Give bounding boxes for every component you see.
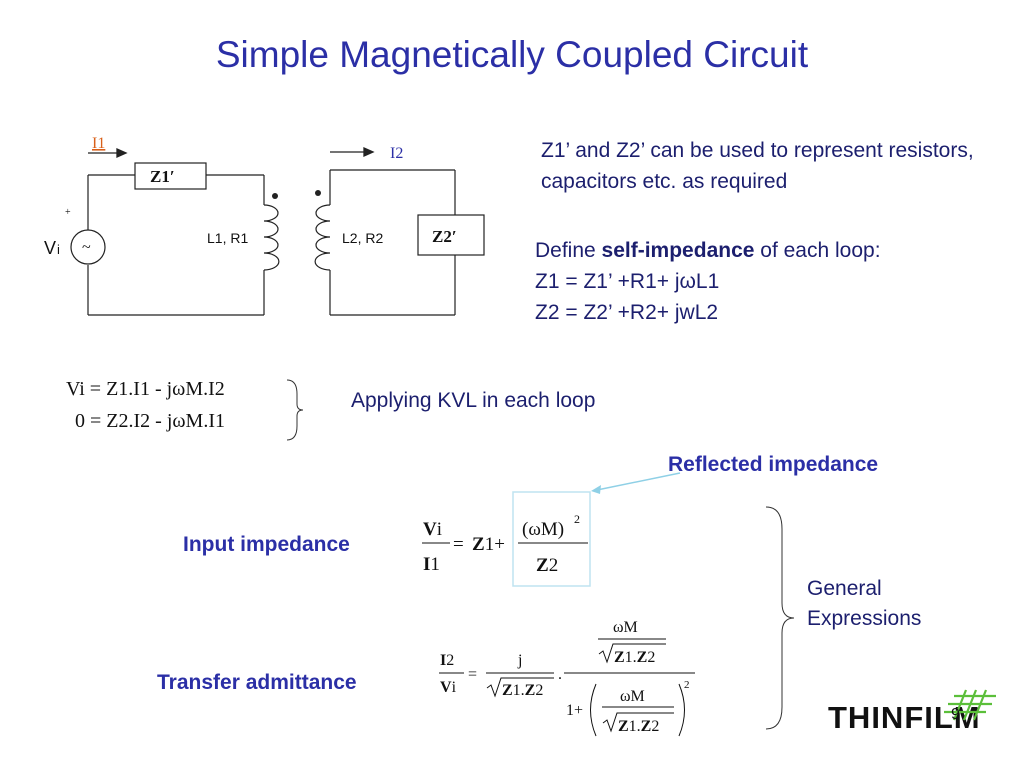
svg-text:ωM: ωM (620, 688, 645, 705)
circuit-diagram: I1 I2 Z1′ Z2′ L1, R1 L2, R2 + V i ~ (44, 135, 485, 316)
reflected-impedance-label: Reflected impedance (668, 453, 879, 476)
svg-text:.: . (558, 666, 562, 683)
svg-text:=: = (468, 666, 477, 683)
general-line-2: Expressions (807, 607, 922, 630)
general-brace (765, 506, 795, 730)
input-impedance-label: Input impedance (183, 533, 350, 556)
define-bold: self-impedance (601, 239, 755, 262)
transfer-admittance-formula: I2 Vi = j Z1.Z2 . ωM Z1.Z2 1+ ωM Z1.Z2 2 (439, 619, 695, 737)
kvl-equation-2: 0 = Z2.I2 - jωM.I1 (75, 410, 225, 432)
reflected-arrow (591, 472, 681, 494)
svg-text:2: 2 (574, 512, 580, 526)
general-expressions-label: General Expressions (807, 574, 921, 634)
l2-r2-label: L2, R2 (342, 230, 383, 246)
ac-source-icon: ~ (82, 239, 91, 256)
vi-v-label: V (44, 238, 56, 258)
svg-text:ωM: ωM (613, 619, 638, 636)
current-i1-label: I1 (92, 135, 105, 152)
z2-equation: Z2 = Z2’ +R2+ jwL2 (535, 301, 719, 324)
svg-text:2: 2 (684, 679, 690, 691)
svg-text:Vi: Vi (440, 679, 457, 696)
svg-text:(ωM): (ωM) (522, 519, 564, 540)
z1-equation: Z1 = Z1’ +R1+ jωL1 (535, 270, 720, 293)
define-suffix: of each loop: (754, 239, 881, 262)
polarity-dot-2 (315, 190, 321, 196)
svg-text:j: j (517, 652, 522, 669)
representation-note: Z1’ and Z2’ can be used to represent res… (541, 139, 974, 193)
svg-text:I1: I1 (423, 554, 440, 575)
current-i2-label: I2 (390, 145, 403, 162)
kvl-brace (286, 379, 304, 441)
self-impedance-definition: Define self-impedance of each loop: (535, 235, 995, 266)
l1-r1-label: L1, R1 (207, 230, 248, 246)
input-impedance-formula: Vi I1 = Z1+ (ωM) 2 Z2 (422, 491, 591, 587)
general-line-1: General (807, 577, 882, 600)
kvl-label: Applying KVL in each loop (351, 389, 596, 412)
define-prefix: Define (535, 239, 602, 262)
svg-text:Z1.Z2: Z1.Z2 (502, 682, 543, 699)
svg-text:I2: I2 (440, 652, 454, 669)
svg-text:Z2: Z2 (536, 555, 558, 576)
plus-sign: + (65, 207, 71, 218)
svg-text:Z1+: Z1+ (472, 534, 505, 555)
svg-text:Z1.Z2: Z1.Z2 (614, 649, 655, 666)
thinfilm-logo-mark (944, 689, 996, 721)
svg-text:1+: 1+ (566, 702, 583, 719)
transfer-admittance-label: Transfer admittance (157, 671, 357, 694)
svg-text:Vi: Vi (423, 519, 442, 540)
svg-text:=: = (453, 534, 464, 555)
z2-prime-label: Z2′ (432, 227, 457, 246)
slide-title: Simple Magnetically Coupled Circuit (215, 34, 809, 75)
kvl-equation-1: Vi = Z1.I1 - jωM.I2 (66, 378, 225, 400)
z1-prime-label: Z1′ (150, 167, 175, 186)
vi-i-label: i (57, 242, 60, 257)
page-number: 9 (951, 706, 960, 723)
svg-text:Z1.Z2: Z1.Z2 (618, 718, 659, 735)
polarity-dot-1 (272, 193, 278, 199)
